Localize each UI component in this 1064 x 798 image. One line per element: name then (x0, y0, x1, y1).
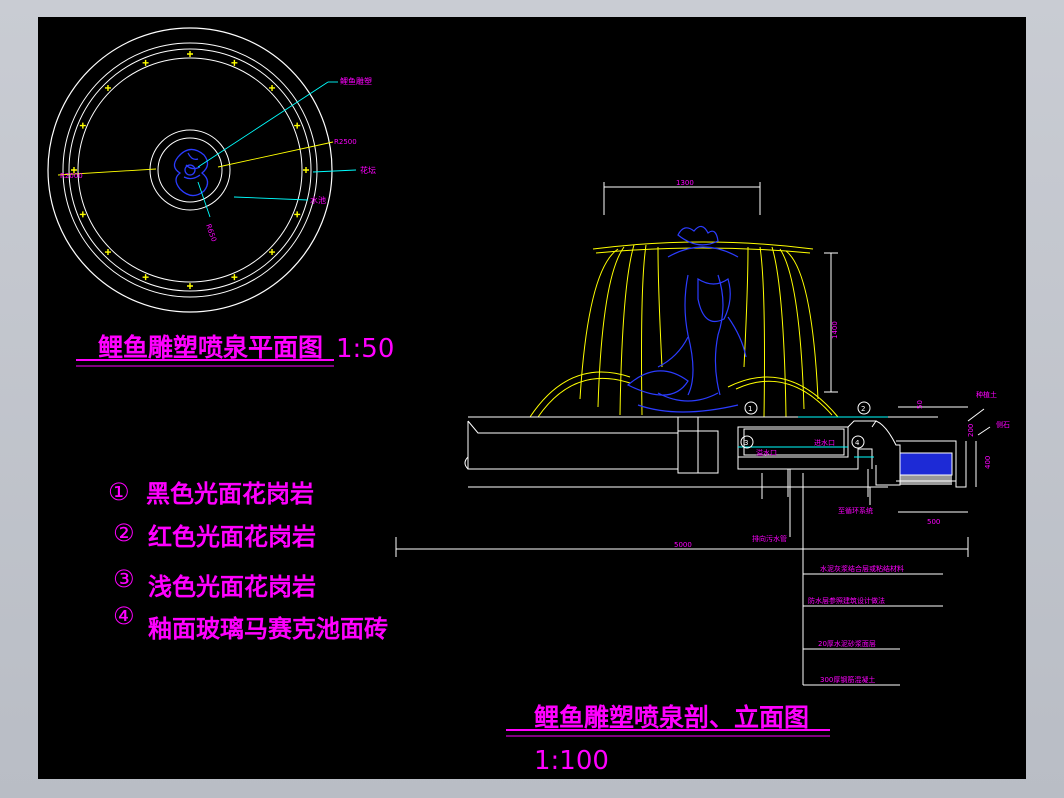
outer-ring (47, 27, 333, 313)
jet-marker (142, 59, 149, 66)
center-inner-ring (157, 137, 223, 203)
label-overflow: 溢水口 (756, 448, 777, 457)
cad-drawing-svg: 鲤鱼雕塑 R2500 R2000 花坛 水池 R650 鲤鱼雕塑喷泉平面图 1:… (47, 27, 1010, 776)
dim-top: 1300 (676, 179, 694, 187)
label-drain: 排向污水管 (752, 534, 787, 543)
jet-marker (231, 274, 238, 281)
label-sculpture: 鲤鱼雕塑 (340, 76, 372, 86)
label-curb: 侧石 (996, 420, 1010, 429)
layer-3: 20厚水泥砂浆面层 (818, 639, 876, 648)
fountain-section (395, 182, 991, 686)
label-r2000: R2000 (60, 172, 83, 180)
cad-drawing-canvas: 鲤鱼雕塑 R2500 R2000 花坛 水池 R650 鲤鱼雕塑喷泉平面图 1:… (38, 17, 1026, 779)
jet-marker (187, 51, 193, 57)
section-markers (740, 401, 871, 449)
layer-4: 300厚钢筋混凝土 (820, 675, 875, 684)
legend-num-4: ④ (113, 602, 135, 630)
legend-num-1: ① (108, 478, 130, 506)
center-ring (149, 129, 231, 211)
section-scale: 1:100 (534, 746, 609, 776)
pool-edge-ring (68, 48, 312, 292)
jet-marker (269, 84, 276, 91)
marker-2: 2 (861, 405, 865, 413)
legend-text-4: 釉面玻璃马赛克池面砖 (148, 614, 388, 643)
plan-title-block: 鲤鱼雕塑喷泉平面图 1:50 (76, 333, 394, 367)
pool-inner-ring (77, 57, 303, 283)
dim-200: 200 (967, 424, 975, 437)
section-labels: 1300 1400 5000 500 400 200 50 溢水口 进水口 排向… (674, 179, 1010, 684)
jet-marker (104, 249, 111, 256)
dim-height: 1400 (831, 321, 839, 339)
jet-marker (269, 249, 276, 256)
bed-water (899, 452, 953, 476)
dim-400: 400 (984, 456, 992, 469)
dim-bed: 500 (927, 518, 940, 526)
label-recirc: 至循环系统 (838, 506, 873, 515)
legend-text-1: 黑色光面花岗岩 (146, 479, 314, 508)
dim-total: 5000 (674, 541, 692, 549)
jet-marker (79, 211, 86, 218)
carp-sculpture-plan (173, 148, 209, 197)
layer-2: 防水层参照建筑设计做法 (808, 596, 885, 605)
marker-4: 4 (855, 439, 860, 447)
pool-structure (464, 416, 967, 499)
jet-marker (294, 122, 301, 129)
carp-sculpture-elevation (626, 225, 747, 413)
jet-marker (294, 211, 301, 218)
jet-marker (303, 167, 309, 173)
label-r2500: R2500 (334, 138, 357, 146)
marker-3: 3 (744, 439, 748, 447)
marker-1: 1 (748, 405, 752, 413)
plan-title: 鲤鱼雕塑喷泉平面图 (98, 333, 323, 362)
legend-num-3: ③ (113, 565, 135, 593)
label-flower-bed: 花坛 (360, 165, 376, 175)
label-pool: 水池 (310, 195, 326, 205)
section-title-block: 鲤鱼雕塑喷泉剖、立面图 1:100 (506, 703, 830, 776)
label-planting-soil: 种植土 (976, 390, 997, 399)
jet-marker (187, 283, 193, 289)
section-title: 鲤鱼雕塑喷泉剖、立面图 (534, 703, 809, 732)
flower-bed-ring (62, 42, 318, 298)
jet-marker (142, 274, 149, 281)
jet-marker (104, 84, 111, 91)
jet-marker (231, 59, 238, 66)
label-inlet: 进水口 (814, 438, 835, 447)
jet-markers (71, 51, 309, 289)
layer-1: 水泥灰浆结合层或粘结材料 (820, 564, 904, 573)
material-legend: ① 黑色光面花岗岩 ② 红色光面花岗岩 ③ 浅色光面花岗岩 ④ 釉面玻璃马赛克池… (108, 478, 388, 643)
jet-marker (71, 167, 77, 173)
plan-labels: 鲤鱼雕塑 R2500 R2000 花坛 水池 R650 (60, 76, 376, 243)
gravel-layer (900, 475, 952, 485)
water-curtain (529, 241, 839, 418)
legend-text-2: 红色光面花岗岩 (148, 522, 316, 551)
jet-marker (79, 122, 86, 129)
label-r650: R650 (204, 223, 218, 243)
legend-num-2: ② (113, 519, 135, 547)
dim-50: 50 (916, 400, 924, 409)
legend-text-3: 浅色光面花岗岩 (148, 572, 316, 601)
plan-scale: 1:50 (336, 334, 394, 364)
fountain-plan (47, 27, 357, 313)
